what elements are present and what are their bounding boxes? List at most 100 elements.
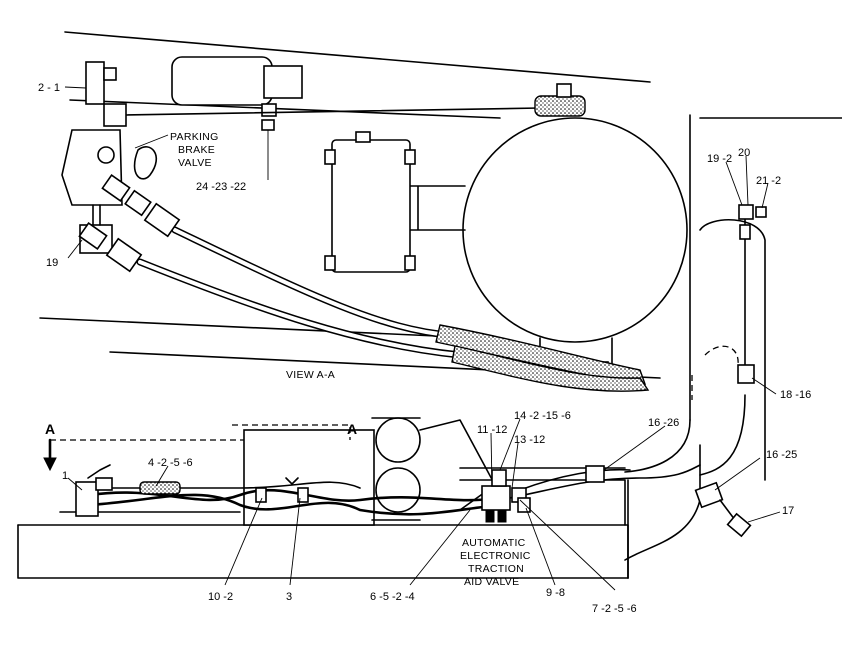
traction-valve-bolt-1: [485, 509, 495, 523]
frame-lower-rail: [39, 317, 481, 339]
angled-guard: [419, 419, 496, 511]
tee-fitting: [738, 204, 754, 220]
callout-24-23-22: 24 -23 -22: [196, 181, 246, 193]
clip-left: [255, 487, 267, 503]
drum-upper: [375, 417, 421, 463]
callout-9-8: 9 -8: [546, 587, 565, 599]
note-electronic: ELECTRONIC: [460, 550, 531, 562]
canister-bolt-1: [261, 103, 277, 117]
frame-lower-curve: [624, 444, 701, 561]
clip-18-16: [737, 364, 755, 384]
note-valve: VALVE: [178, 157, 212, 169]
canister-bolt-2: [261, 119, 275, 131]
section-arrow-left-head: [43, 457, 57, 472]
note-parking: PARKING: [170, 131, 219, 143]
note-brake: BRAKE: [178, 144, 215, 156]
frame-elbow: [624, 419, 691, 473]
section-label-right: A: [347, 421, 357, 437]
traction-fitting-top: [491, 469, 507, 487]
side-fitting: [755, 206, 767, 218]
callouts: 2 - 1 19 24 -23 -22 PARKING BRAKE VALVE …: [38, 82, 811, 615]
fitting-c: [143, 202, 181, 238]
leader-lines: [64, 86, 781, 591]
callout-14-2-15-6: 14 -2 -15 -6: [514, 410, 571, 422]
hose-main-3: [89, 481, 361, 489]
filter-ear-1: [324, 149, 336, 165]
line-to-17: [719, 499, 736, 521]
fitting-a: [101, 174, 131, 202]
callout-3: 3: [286, 591, 292, 603]
view-label: VIEW A-A: [286, 369, 335, 381]
filter-cap: [355, 131, 371, 143]
pilot-line: [121, 107, 541, 116]
hose-right-upper: [519, 468, 631, 491]
callout-16-25: 16 -25: [766, 449, 797, 461]
filter-ear-2: [324, 255, 336, 271]
callout-21-2: 21 -2: [756, 175, 781, 187]
callout-20: 20: [738, 147, 750, 159]
note-traction: TRACTION: [468, 563, 524, 575]
callout-7-2-5-6: 7 -2 -5 -6: [592, 603, 637, 615]
section-label-left: A: [45, 421, 55, 437]
fitting-b: [124, 189, 152, 217]
dashed-bracket: [691, 345, 739, 400]
note-aid-valve: AID VALVE: [464, 576, 519, 588]
valve-lever: [87, 464, 111, 479]
frame-upper-rail: [69, 99, 501, 119]
frame-base-box: [17, 524, 629, 579]
valve-fitting: [103, 103, 127, 127]
right-housing: [459, 479, 626, 526]
adapter-fitting: [739, 224, 751, 240]
traction-fitting-lower: [517, 497, 531, 513]
callout-4-2-5-6: 4 -2 -5 -6: [148, 457, 193, 469]
callout-13-12: 13 -12: [514, 434, 545, 446]
valve-cluster-left: [75, 481, 99, 517]
drum-frame: [371, 417, 421, 521]
filter-housing: [331, 139, 411, 273]
side-view: [17, 417, 752, 579]
hose-lower: [136, 258, 464, 359]
frame-curve: [699, 219, 766, 481]
valve-stem: [92, 204, 101, 226]
callout-2-1: 2 - 1: [38, 82, 60, 94]
hose-right-run: [499, 464, 701, 501]
traction-valve-bolt-2: [497, 509, 507, 523]
callout-18-16: 18 -16: [780, 389, 811, 401]
callout-16-26: 16 -26: [648, 417, 679, 429]
filter-ear-4: [404, 255, 416, 271]
fitting-d: [78, 222, 108, 250]
valve-port: [97, 146, 115, 164]
canister-end: [263, 65, 303, 99]
line-clip-pad: [534, 95, 586, 117]
fitting-16-26: [585, 465, 605, 483]
hose-sleeve-lower: [451, 345, 650, 392]
tank-bracket: [407, 185, 466, 231]
callout-19: 19: [46, 257, 58, 269]
clamp-mark: [285, 477, 299, 485]
canister: [171, 56, 273, 106]
callout-1: 1: [62, 470, 68, 482]
drum-lower: [375, 467, 421, 513]
callout-10-2: 10 -2: [208, 591, 233, 603]
callout-17: 17: [782, 505, 794, 517]
frame-base-top: [17, 524, 629, 579]
filter-ear-3: [404, 149, 416, 165]
frame-top-edge: [64, 31, 651, 83]
callout-19-2: 19 -2: [707, 153, 732, 165]
fitting-17: [726, 512, 752, 538]
note-automatic: AUTOMATIC: [462, 537, 526, 549]
right-vertical-line: [699, 214, 746, 476]
clip-16-25: [694, 481, 724, 509]
air-tank: [462, 117, 688, 343]
solenoid-cap: [103, 67, 117, 81]
solenoid-valve: [85, 61, 105, 105]
fitting-e: [105, 237, 143, 273]
tank-side: [243, 429, 375, 526]
view-a-a: [39, 31, 842, 561]
hose-main-2: [88, 493, 502, 516]
line-clip: [556, 83, 572, 98]
hose-bend-guard: [133, 146, 157, 180]
callout-6-5-2-4: 6 -5 -2 -4: [370, 591, 415, 603]
traction-aid-valve-body: [481, 485, 511, 511]
